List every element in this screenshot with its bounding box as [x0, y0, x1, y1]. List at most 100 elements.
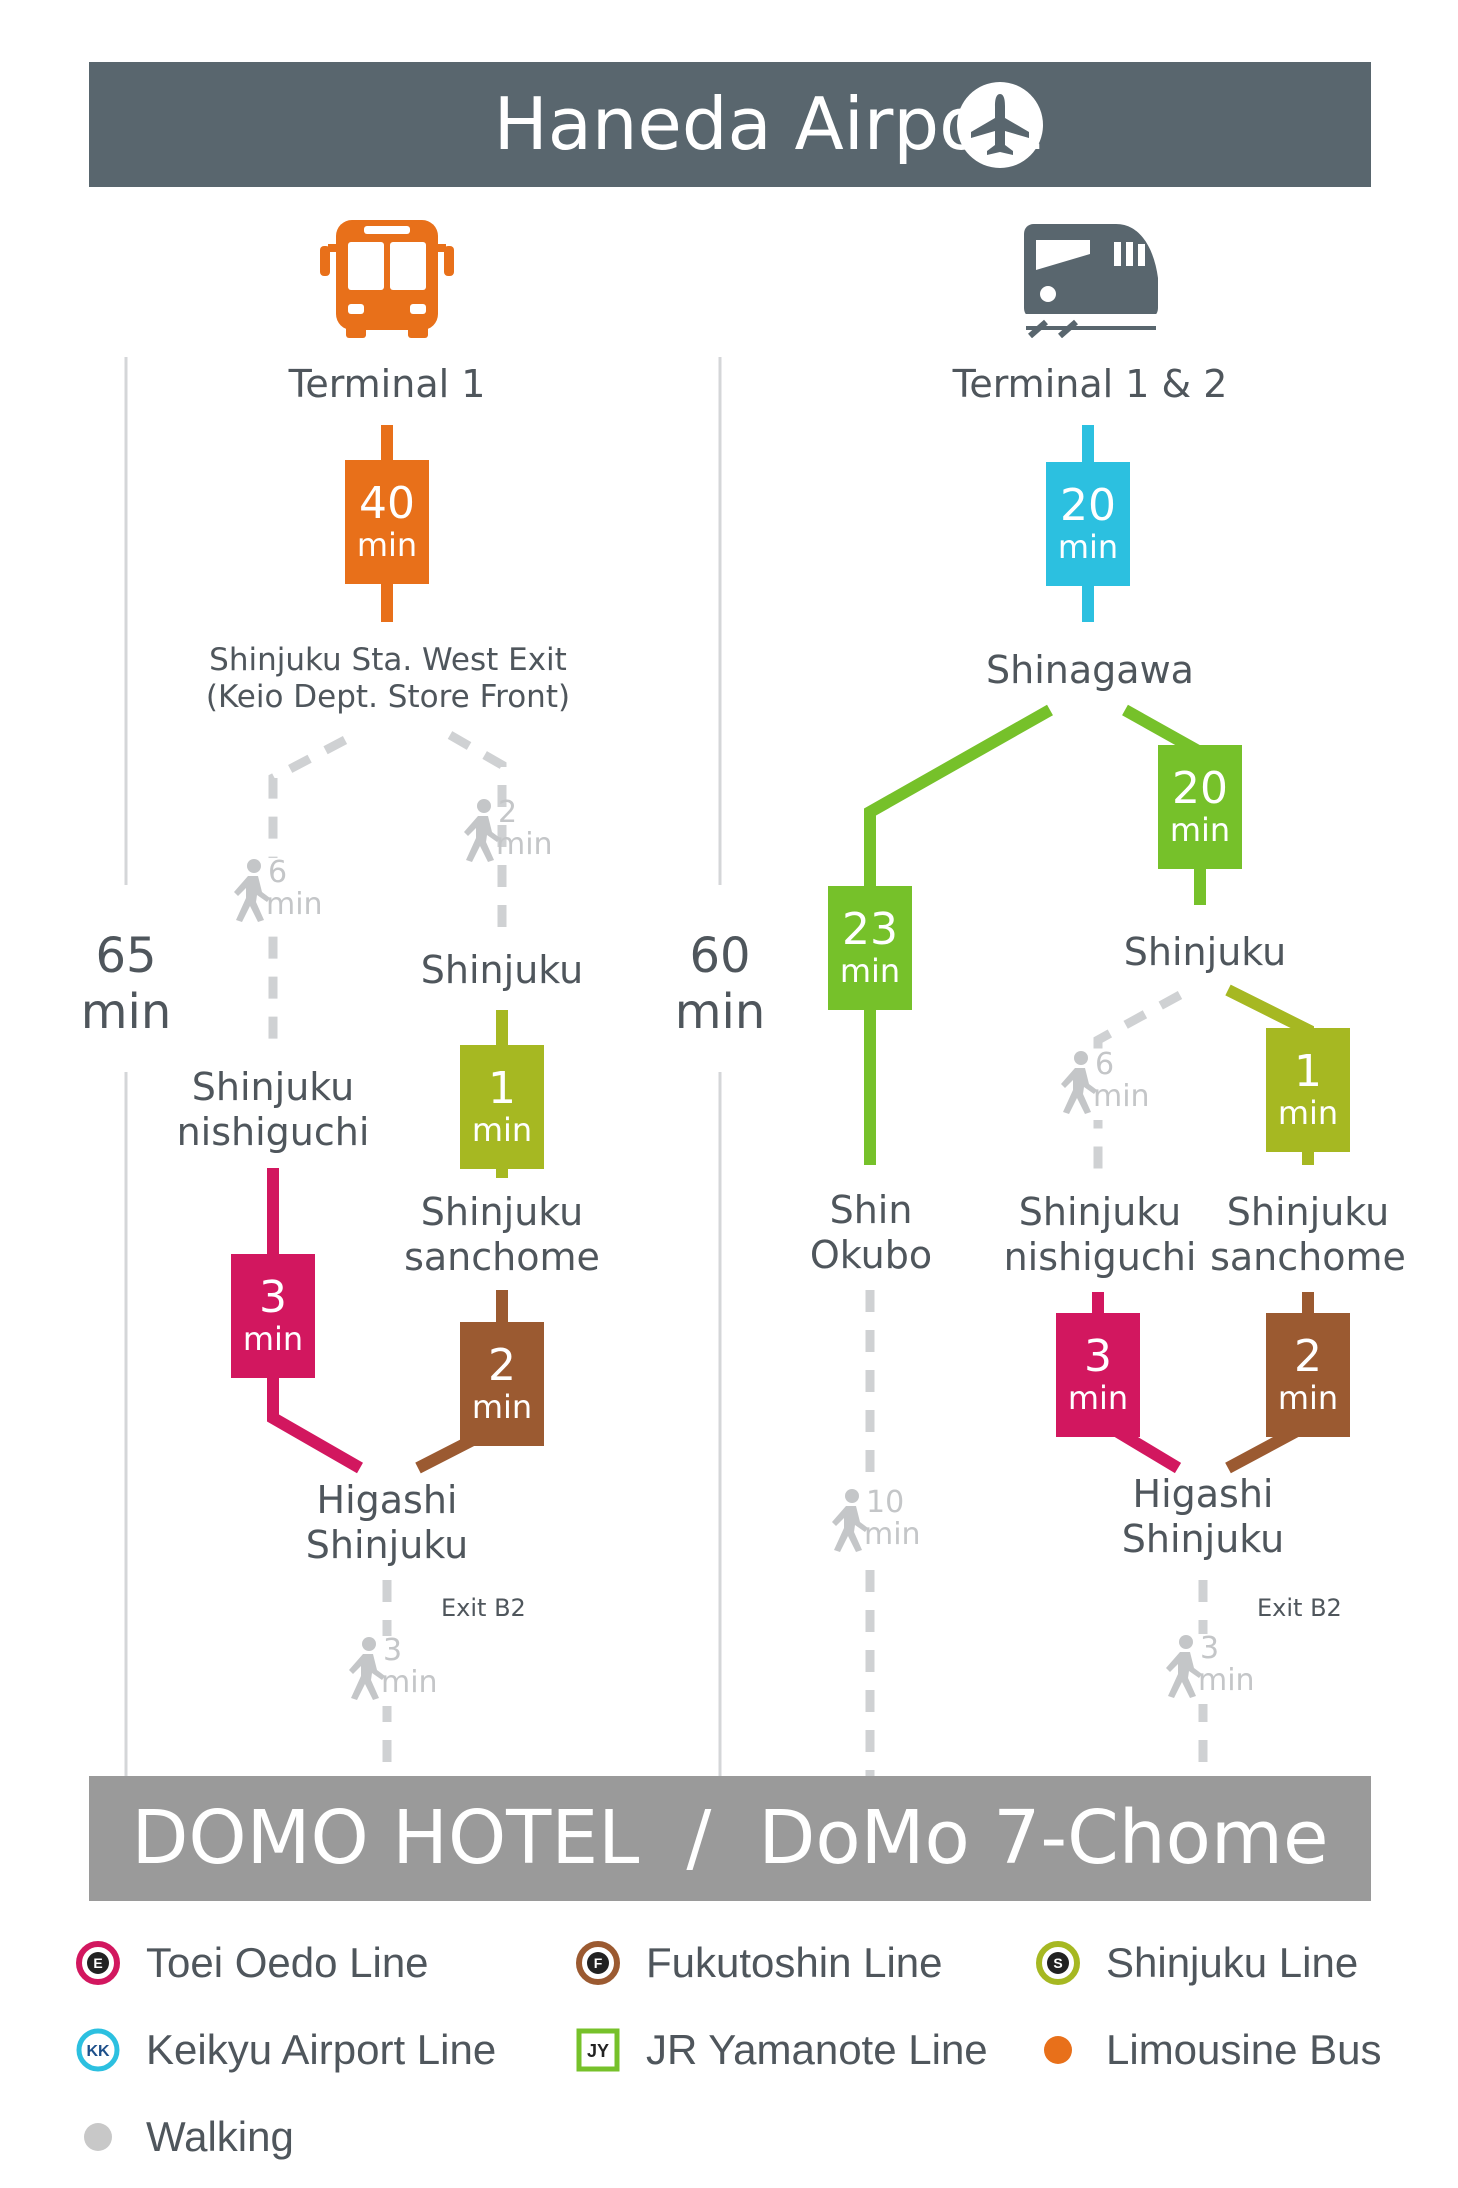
- segment-value: 20: [1172, 763, 1228, 814]
- station-line: nishiguchi: [176, 1110, 370, 1154]
- walk-train-hotel: 3 min: [1160, 1634, 1270, 1704]
- segment-keikyu-20: 20 min: [1046, 462, 1130, 586]
- fukutoshin-icon: F: [576, 1941, 620, 1985]
- walk-value: 6: [268, 855, 288, 890]
- station-line: nishiguchi: [1003, 1235, 1197, 1279]
- legend-label: Fukutoshin Line: [646, 1939, 943, 1986]
- legend-symbol: JY: [587, 2041, 609, 2061]
- footer-banner: DOMO HOTEL / DoMo 7-Chome: [89, 1776, 1371, 1901]
- bus-icon: [320, 218, 454, 338]
- segment-train-fukutoshin-2: 2 min: [1266, 1313, 1350, 1437]
- station-line: Shinjuku: [191, 1065, 355, 1109]
- station-train-sanchome: Shinjuku sanchome: [1210, 1190, 1406, 1280]
- jr-yamanote-icon: JY: [576, 2028, 620, 2072]
- segment-value: 23: [842, 904, 898, 955]
- walk-value: 10: [866, 1485, 905, 1520]
- segment-value: 3: [1084, 1331, 1112, 1382]
- toei-oedo-icon: E: [76, 1941, 120, 1985]
- train-origin: Terminal 1 & 2: [952, 362, 1228, 406]
- walk-train-nishiguchi: 6 min: [1055, 1050, 1165, 1120]
- bus-origin: Terminal 1: [288, 362, 486, 406]
- station-line: Higashi: [1132, 1472, 1274, 1516]
- legend-label: JR Yamanote Line: [646, 2026, 988, 2073]
- legend-symbol: E: [93, 1955, 102, 1971]
- walk-unit: min: [266, 887, 323, 922]
- segment-yamanote-shinjuku-20: 20 min: [1158, 745, 1242, 869]
- segment-unit: min: [839, 952, 901, 990]
- bus-total-unit: min: [80, 984, 172, 1040]
- station-bus-nishiguchi: Shinjuku nishiguchi: [177, 1065, 370, 1155]
- walk-bus-nishiguchi: 6 min: [228, 858, 338, 928]
- station-shinagawa: Shinagawa: [986, 648, 1194, 692]
- bus-oedo-line: [267, 1168, 363, 1474]
- segment-train-shinjuku-line-1: 1 min: [1266, 1028, 1350, 1152]
- walk-path-nishiguchi: [268, 736, 348, 1050]
- walk-okubo-hotel: 10 min: [826, 1488, 946, 1558]
- station-train-shinjuku: Shinjuku: [1123, 930, 1287, 974]
- walk-path-train-nishiguchi: [1093, 991, 1183, 1180]
- limousine-dot-icon: [1044, 2036, 1072, 2064]
- train-total-time: 60 min: [660, 920, 780, 1048]
- station-line: (Keio Dept. Store Front): [205, 679, 571, 715]
- bus-total-value: 65: [95, 928, 157, 984]
- legend-label: Toei Oedo Line: [146, 1939, 429, 1986]
- legend-label: Keikyu Airport Line: [146, 2026, 497, 2073]
- walk-unit: min: [864, 1517, 921, 1552]
- segment-unit: min: [242, 1320, 304, 1358]
- station-west-exit: Shinjuku Sta. West Exit (Keio Dept. Stor…: [206, 642, 570, 716]
- segment-unit: min: [356, 526, 418, 564]
- walk-value: 6: [1095, 1047, 1115, 1082]
- legend-symbol: S: [1053, 1955, 1062, 1971]
- station-line: Shinjuku: [1018, 1190, 1182, 1234]
- train-total-unit: min: [674, 984, 766, 1040]
- segment-bus-shinjuku-line-1: 1 min: [460, 1045, 544, 1169]
- keikyu-icon: KK: [76, 2028, 120, 2072]
- bus-total-time: 65 min: [66, 920, 186, 1048]
- legend-label: Limousine Bus: [1106, 2026, 1382, 2073]
- segment-value: 3: [259, 1272, 287, 1323]
- station-bus-sanchome: Shinjuku sanchome: [404, 1190, 600, 1280]
- segment-unit: min: [1057, 528, 1119, 566]
- yamanote-okubo-line: [864, 704, 1053, 1165]
- walk-value: 3: [383, 1633, 403, 1668]
- station-line: Shinjuku: [305, 1523, 469, 1567]
- walking-person-icon: [349, 1637, 385, 1700]
- walk-unit: min: [496, 827, 553, 862]
- segment-bus-fukutoshin-2: 2 min: [460, 1322, 544, 1446]
- segment-unit: min: [1277, 1094, 1339, 1132]
- legend-symbol: F: [594, 1955, 603, 1971]
- walk-value: 3: [1200, 1631, 1220, 1666]
- segment-value: 20: [1060, 480, 1116, 531]
- station-line: Shin: [829, 1188, 913, 1232]
- station-line: Okubo: [809, 1233, 933, 1277]
- segment-value: 1: [1294, 1046, 1322, 1097]
- train-exit-b2: Exit B2: [1257, 1594, 1342, 1622]
- airplane-icon: [957, 82, 1043, 168]
- shinjuku-line-icon: S: [1036, 1941, 1080, 1985]
- bus-exit-b2: Exit B2: [441, 1594, 526, 1622]
- walk-value: 2: [498, 795, 518, 830]
- station-line: sanchome: [404, 1235, 600, 1279]
- walk-bus-hotel: 3 min: [343, 1636, 453, 1706]
- station-train-higashi-shinjuku: Higashi Shinjuku: [1122, 1472, 1284, 1562]
- station-bus-shinjuku: Shinjuku: [414, 948, 590, 993]
- walking-person-icon: [464, 799, 500, 862]
- walk-unit: min: [1093, 1079, 1150, 1114]
- segment-bus-oedo-3: 3 min: [231, 1254, 315, 1378]
- walk-bus-shinjuku: 2 min: [458, 798, 568, 868]
- segment-unit: min: [1067, 1379, 1129, 1417]
- station-line: Shinjuku: [1226, 1190, 1390, 1234]
- station-line: Shinjuku: [1121, 1517, 1285, 1561]
- segment-unit: min: [471, 1388, 533, 1426]
- train-icon: [1020, 218, 1160, 339]
- header-title: Haneda Airport: [493, 82, 1041, 166]
- station-shin-okubo: Shin Okubo: [810, 1188, 932, 1278]
- station-bus-higashi-shinjuku: Higashi Shinjuku: [306, 1478, 468, 1568]
- footer-title: DOMO HOTEL / DoMo 7-Chome: [131, 1795, 1329, 1881]
- header-banner: Haneda Airport: [89, 62, 1371, 187]
- walking-person-icon: [1166, 1635, 1202, 1698]
- segment-yamanote-okubo-23: 23 min: [828, 886, 912, 1010]
- segment-train-oedo-3: 3 min: [1056, 1313, 1140, 1437]
- station-line: Shinjuku Sta. West Exit: [209, 642, 567, 678]
